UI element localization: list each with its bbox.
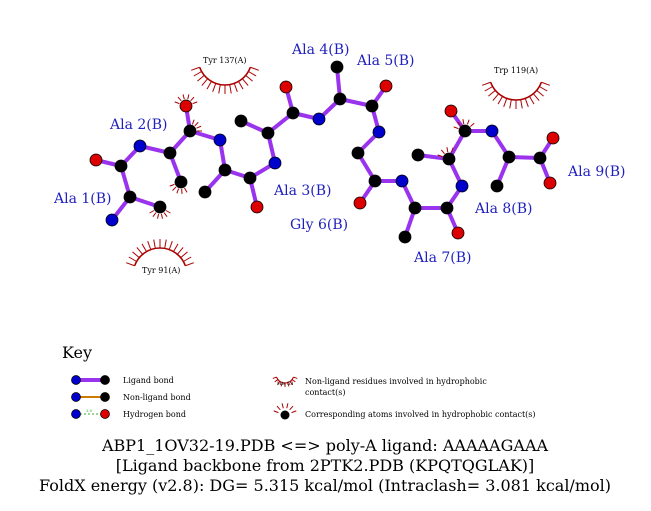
hydrophobic-contacts [126, 66, 550, 267]
carbon-atom [163, 146, 177, 160]
key-title: Key [62, 343, 92, 362]
key-ligand-bond-label: Ligand bond [123, 376, 174, 385]
contact-label-tyr137: Tyr 137(A) [203, 56, 247, 65]
key-hydrogen-bond: 3.0 Hydrogen bond [71, 408, 186, 419]
carbon-atom [153, 200, 167, 214]
carbon-atom [408, 201, 422, 215]
residue-label-ala7: Ala 7(B) [413, 250, 472, 266]
key-non-ligand-bond-label: Non-ligand bond [123, 393, 191, 402]
oxygen-atom [353, 196, 367, 210]
hydrophobic-arc-tyr137-icon [191, 66, 259, 94]
carbon-atom [218, 163, 232, 177]
residue-label-gly6: Gly 6(B) [290, 217, 348, 233]
key-non-ligand-bond: Non-ligand bond [71, 392, 191, 402]
residue-label-ala8: Ala 8(B) [474, 201, 533, 217]
oxygen-atom [451, 226, 465, 240]
key-nitrogen-atom [71, 375, 81, 385]
carbon-atom [330, 60, 344, 74]
hydrophobic-arc-tyr91-icon [126, 239, 194, 267]
oxygen-atom [444, 104, 458, 118]
key-contact-atom [280, 410, 290, 420]
oxygen-atom [179, 99, 193, 113]
key-hbond-distance: 3.0 [86, 408, 93, 413]
carbon-atom [365, 99, 379, 113]
carbon-atom [286, 106, 300, 120]
nitrogen-atom [455, 179, 469, 193]
nitrogen-atom [485, 124, 499, 138]
carbon-atom [458, 124, 472, 138]
key: Key Ligand bond Non-ligand bond 3.0 Hydr… [62, 343, 536, 420]
carbon-atom [333, 92, 347, 106]
nitrogen-atom [268, 156, 282, 170]
caption: ABP1_1OV32-19.PDB <=> poly-A ligand: AAA… [39, 436, 611, 495]
key-carbon-atom [100, 375, 110, 385]
hydrophobic-arc-trp119-icon [482, 81, 550, 109]
nitrogen-atom [312, 112, 326, 126]
residue-labels: Ala 1(B) Ala 2(B) Ala 3(B) Ala 4(B) Ala … [53, 42, 626, 266]
key-non-ligand-residues-line1: Non-ligand residues involved in hydropho… [305, 377, 487, 386]
nitrogen-atom [372, 125, 386, 139]
key-hydrophobic-arc-icon [272, 376, 298, 387]
residue-label-ala5: Ala 5(B) [356, 53, 415, 69]
residue-label-ala2: Ala 2(B) [109, 117, 168, 133]
oxygen-atom [279, 80, 293, 94]
contact-label-tyr91: Tyr 91(A) [142, 266, 180, 275]
carbon-atom [174, 175, 188, 189]
contact-atom-spikes-icon [169, 183, 188, 194]
carbon-atom [502, 150, 516, 164]
carbon-atom [442, 152, 456, 166]
oxygen-atom [546, 131, 560, 145]
carbon-atom [234, 114, 248, 128]
carbon-atom [243, 171, 257, 185]
caption-line3: FoldX energy (v2.8): DG= 5.315 kcal/mol … [39, 476, 611, 495]
caption-line1: ABP1_1OV32-19.PDB <=> poly-A ligand: AAA… [101, 436, 549, 455]
residue-label-ala9: Ala 9(B) [567, 164, 626, 180]
carbon-atom [440, 201, 454, 215]
residue-label-ala1: Ala 1(B) [53, 191, 112, 207]
carbon-atom [198, 185, 212, 199]
contact-atom-spikes-icon [174, 94, 198, 105]
carbon-atom [351, 146, 365, 160]
key-ligand-bond: Ligand bond [71, 375, 174, 385]
key-non-ligand-residues-line2: contact(s) [305, 388, 345, 397]
oxygen-atom [379, 79, 393, 93]
nitrogen-atom [213, 133, 227, 147]
nitrogen-atom [133, 139, 147, 153]
carbon-atom [261, 126, 275, 140]
key-hydrogen-bond-label: Hydrogen bond [123, 410, 186, 419]
carbon-atom [368, 174, 382, 188]
key-hydrophobic-atom: Corresponding atoms involved in hydropho… [273, 403, 536, 420]
nitrogen-atom [105, 213, 119, 227]
carbon-atom [398, 230, 412, 244]
carbon-atom [411, 148, 425, 162]
key-contact-atom-spikes-icon [273, 403, 297, 414]
contact-labels: Tyr 137(A) Trp 119(A) Tyr 91(A) [142, 56, 538, 275]
oxygen-atom [543, 176, 557, 190]
contact-label-trp119: Trp 119(A) [494, 66, 538, 75]
ligand-atoms [89, 60, 560, 244]
carbon-atom [490, 179, 504, 193]
contact-atom-spikes-icon [453, 119, 475, 130]
key-example-residue: His 53 [277, 381, 293, 387]
carbon-atom [183, 124, 197, 138]
residue-label-ala3: Ala 3(B) [273, 183, 332, 199]
oxygen-atom [89, 153, 103, 167]
key-corresponding-atoms-label: Corresponding atoms involved in hydropho… [305, 410, 536, 419]
oxygen-atom [250, 200, 264, 214]
carbon-atom [123, 190, 137, 204]
caption-line2: [Ligand backbone from 2PTK2.PDB (KPQTQGL… [116, 456, 535, 475]
nitrogen-atom [395, 174, 409, 188]
key-contact-atom-spike-icon [273, 403, 297, 414]
contact-atom-spikes-icon [149, 210, 171, 219]
residue-label-ala4: Ala 4(B) [291, 42, 350, 58]
carbon-atom [533, 151, 547, 165]
contact-atom-spikes-icon [191, 119, 202, 132]
contact-atom-spikes-icon [437, 147, 454, 158]
key-hydrophobic-residue: His 53 Non-ligand residues involved in h… [272, 376, 487, 397]
carbon-atom [114, 159, 128, 173]
